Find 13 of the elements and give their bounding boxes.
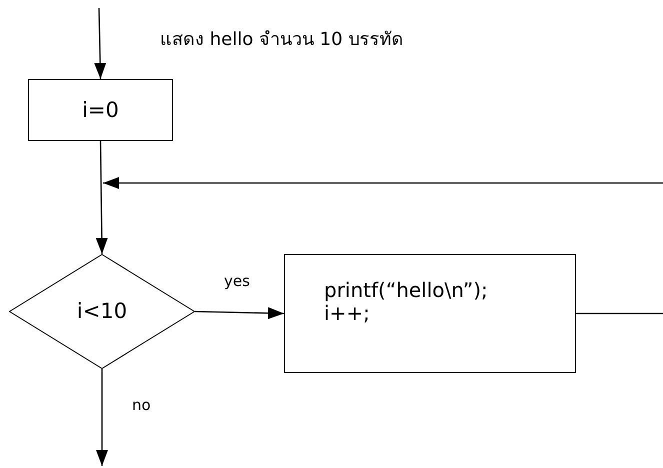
arrow [96, 141, 108, 254]
arrow [94, 8, 106, 80]
title: แสดง hello จำนวน 10 บรรทัด [160, 28, 404, 52]
arrow [194, 307, 284, 320]
decision-diamond [9, 254, 195, 369]
arrow [96, 369, 108, 466]
process-box [28, 79, 173, 141]
process-box [284, 254, 576, 373]
node-text: printf(“hello\n”); i++; [324, 278, 489, 324]
arrow [103, 177, 663, 189]
node-text: i<10 [76, 299, 128, 324]
node-text: i=0 [82, 98, 119, 122]
connector-line [576, 312, 663, 314]
